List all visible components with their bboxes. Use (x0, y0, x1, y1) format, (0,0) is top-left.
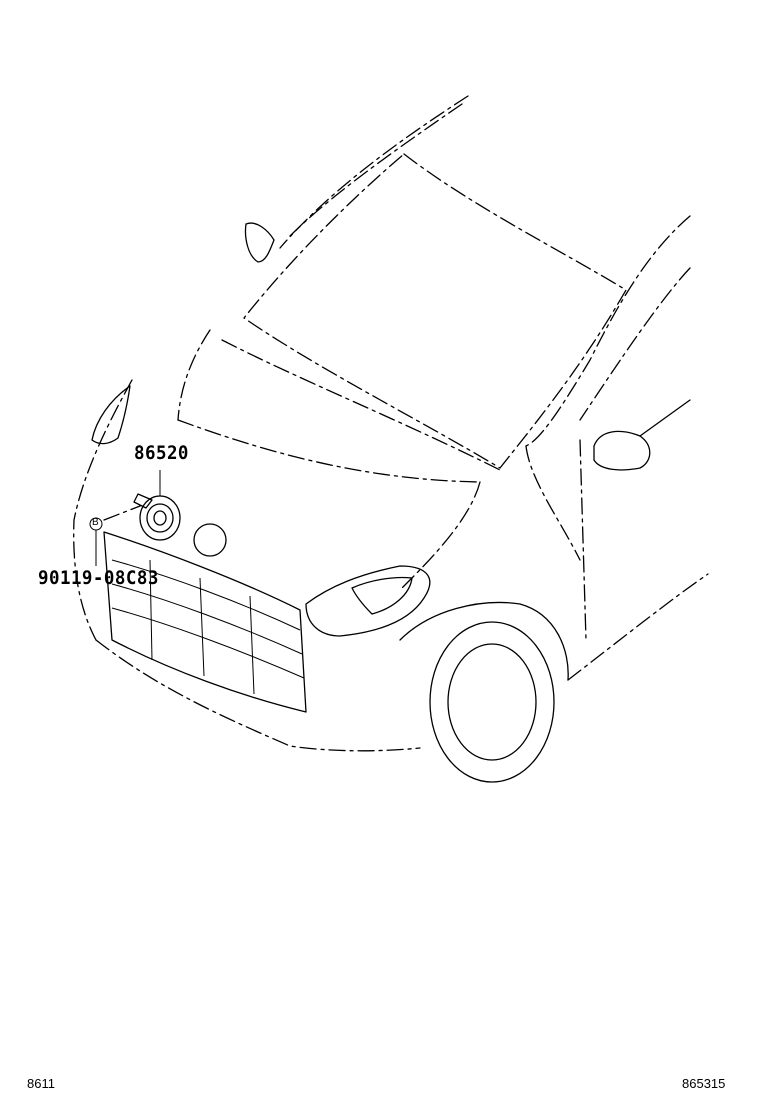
right-headlamp (305, 565, 431, 637)
left-body-side (73, 379, 133, 641)
right-mirror-arm (639, 399, 691, 437)
right-body-side (567, 573, 709, 681)
fastener-part-number: 90119-08C83 (38, 567, 159, 589)
footer-right-code: 865315 (682, 1076, 726, 1091)
grille-slat-5 (199, 577, 205, 677)
front-emblem (193, 523, 227, 557)
right-fender-line (525, 445, 581, 561)
front-wheel-outer (429, 621, 555, 783)
hood-bulge (221, 339, 501, 471)
horn-part-number: 86520 (134, 442, 189, 464)
front-wheel-inner (447, 643, 537, 761)
horn-86520 (133, 493, 181, 541)
roof-outline-inner (289, 103, 463, 237)
footer-left-code: 8611 (27, 1076, 55, 1091)
left-headlamp (91, 385, 131, 445)
hood-outline (177, 329, 211, 421)
hood-front-edge (177, 419, 481, 483)
right-mirror (593, 430, 651, 471)
right-a-pillar (525, 215, 691, 447)
right-door-line (579, 439, 587, 641)
wheel-arch (399, 601, 569, 681)
front-bumper (95, 639, 421, 752)
roof-outline (279, 95, 469, 249)
grille-slat-2 (111, 583, 303, 655)
hood-side-edge (399, 481, 481, 591)
grille-slat-3 (111, 607, 305, 679)
fastener-to-horn-leader (103, 505, 141, 521)
grille-slat-1 (111, 559, 301, 631)
grille-slat-6 (249, 595, 255, 695)
front-grille (103, 531, 307, 713)
right-headlamp-inner (351, 576, 413, 615)
left-mirror (244, 222, 275, 263)
grille-slat-4 (149, 559, 153, 661)
windshield-outline (243, 153, 627, 469)
fastener-marker-label: B (92, 517, 99, 528)
right-door-top (579, 267, 691, 421)
